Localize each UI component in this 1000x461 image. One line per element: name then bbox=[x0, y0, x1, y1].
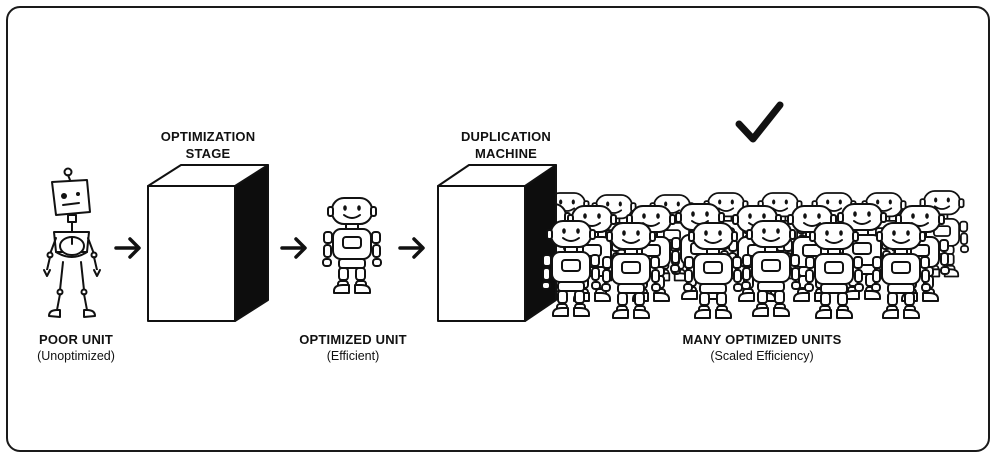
poor-unit-title: POOR UNIT bbox=[38, 332, 114, 347]
poor-unit-label: POOR UNIT (Unoptimized) bbox=[37, 331, 115, 365]
optimization-stage-title-line2: STAGE bbox=[185, 146, 231, 161]
many-units-label: MANY OPTIMIZED UNITS (Scaled Efficiency) bbox=[682, 331, 841, 365]
duplication-machine-label: DUPLICATION MACHINE bbox=[461, 128, 551, 162]
optimization-stage-title-line1: OPTIMIZATION bbox=[160, 129, 256, 144]
arrow-right-icon bbox=[398, 237, 425, 259]
many-units-subtitle: (Scaled Efficiency) bbox=[710, 349, 814, 363]
duplication-machine-title-line1: DUPLICATION bbox=[460, 129, 552, 144]
poor-unit-subtitle: (Unoptimized) bbox=[37, 349, 115, 363]
poor-robot-icon bbox=[43, 167, 101, 318]
optimization-stage-label: OPTIMIZATION STAGE bbox=[161, 128, 256, 162]
many-units-title: MANY OPTIMIZED UNITS bbox=[682, 332, 842, 347]
optimized-unit-title: OPTIMIZED UNIT bbox=[299, 332, 407, 347]
optimized-unit-label: OPTIMIZED UNIT (Efficient) bbox=[299, 331, 407, 365]
arrow-right-icon bbox=[114, 237, 141, 259]
optimized-robot-icon bbox=[322, 197, 382, 294]
duplication-machine-title-line2: MACHINE bbox=[474, 146, 538, 161]
duplication-machine-box bbox=[437, 164, 557, 322]
checkmark-icon bbox=[735, 101, 784, 143]
optimized-unit-subtitle: (Efficient) bbox=[326, 349, 380, 363]
arrow-right-icon bbox=[280, 237, 307, 259]
optimization-stage-box bbox=[147, 164, 269, 322]
